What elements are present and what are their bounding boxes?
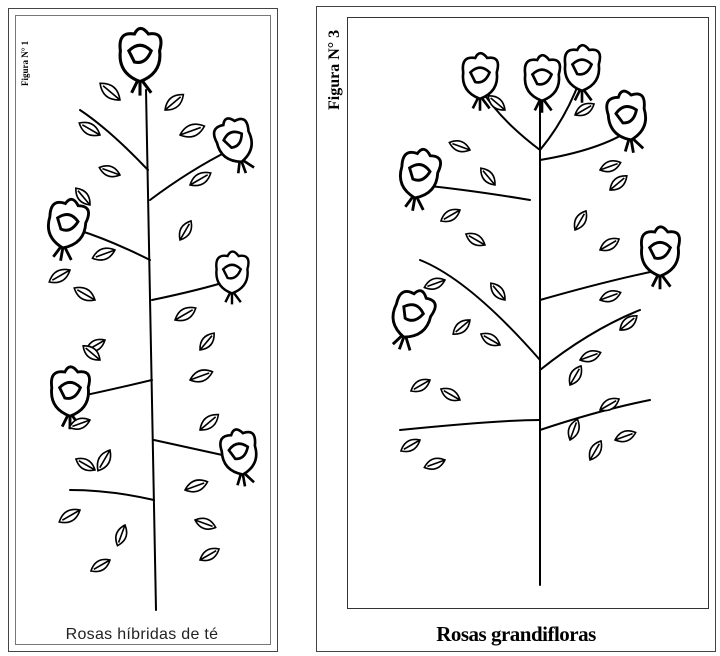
leaf (598, 235, 622, 255)
leaf (613, 428, 637, 445)
leaf (196, 330, 218, 353)
leaf (96, 79, 123, 105)
leaf (450, 316, 473, 338)
leaf (197, 410, 222, 434)
rose-bloom (42, 196, 90, 264)
rose-bloom (382, 284, 439, 356)
leaf (178, 121, 206, 141)
figure-3-caption: Rosas grandifloras (316, 622, 716, 647)
leaf (91, 245, 117, 263)
figure-3-label: Figura N° 3 (326, 30, 344, 110)
leaf (93, 447, 114, 473)
rose-bloom (210, 113, 263, 179)
rose-bloom (216, 252, 248, 305)
leaf (487, 280, 509, 303)
rose-bloom (120, 28, 161, 95)
rose-bloom (218, 427, 263, 490)
leaf (162, 90, 187, 114)
leaf (448, 138, 472, 155)
rose-bloom (641, 227, 679, 289)
leaf (57, 505, 83, 526)
leaf (571, 208, 591, 232)
leaf (478, 330, 502, 350)
leaf (477, 165, 499, 188)
leaf (438, 385, 462, 405)
leaf (47, 265, 73, 286)
leaf (113, 523, 130, 547)
leaf (573, 100, 597, 120)
leaf (423, 275, 447, 292)
leaf (176, 218, 196, 242)
rose-bloom (604, 88, 652, 156)
leaf (578, 348, 602, 365)
leaf (423, 455, 447, 472)
leaf (408, 376, 432, 396)
rose-bloom (394, 146, 442, 214)
leaf (598, 288, 622, 305)
leaf (73, 455, 97, 475)
leaf (172, 303, 198, 324)
leaf (598, 158, 622, 175)
figure-3-stems (400, 80, 660, 585)
leaf (193, 515, 217, 532)
figure-1-label: Figura N° 1 (20, 41, 30, 86)
leaf (586, 438, 606, 462)
leaf (77, 118, 103, 139)
leaf (463, 230, 487, 250)
rose-bloom (525, 55, 560, 113)
leaf (566, 363, 586, 387)
figure-1-caption: Rosas híbridas de té (0, 626, 284, 644)
leaf (88, 556, 112, 576)
leaf (607, 172, 630, 194)
leaf (72, 283, 98, 304)
rose-bloom (565, 45, 600, 103)
leaf (438, 206, 462, 226)
leaf (188, 367, 214, 385)
leaf (98, 163, 122, 180)
leaf (398, 436, 422, 456)
leaf (198, 545, 222, 565)
leaf (183, 477, 209, 495)
